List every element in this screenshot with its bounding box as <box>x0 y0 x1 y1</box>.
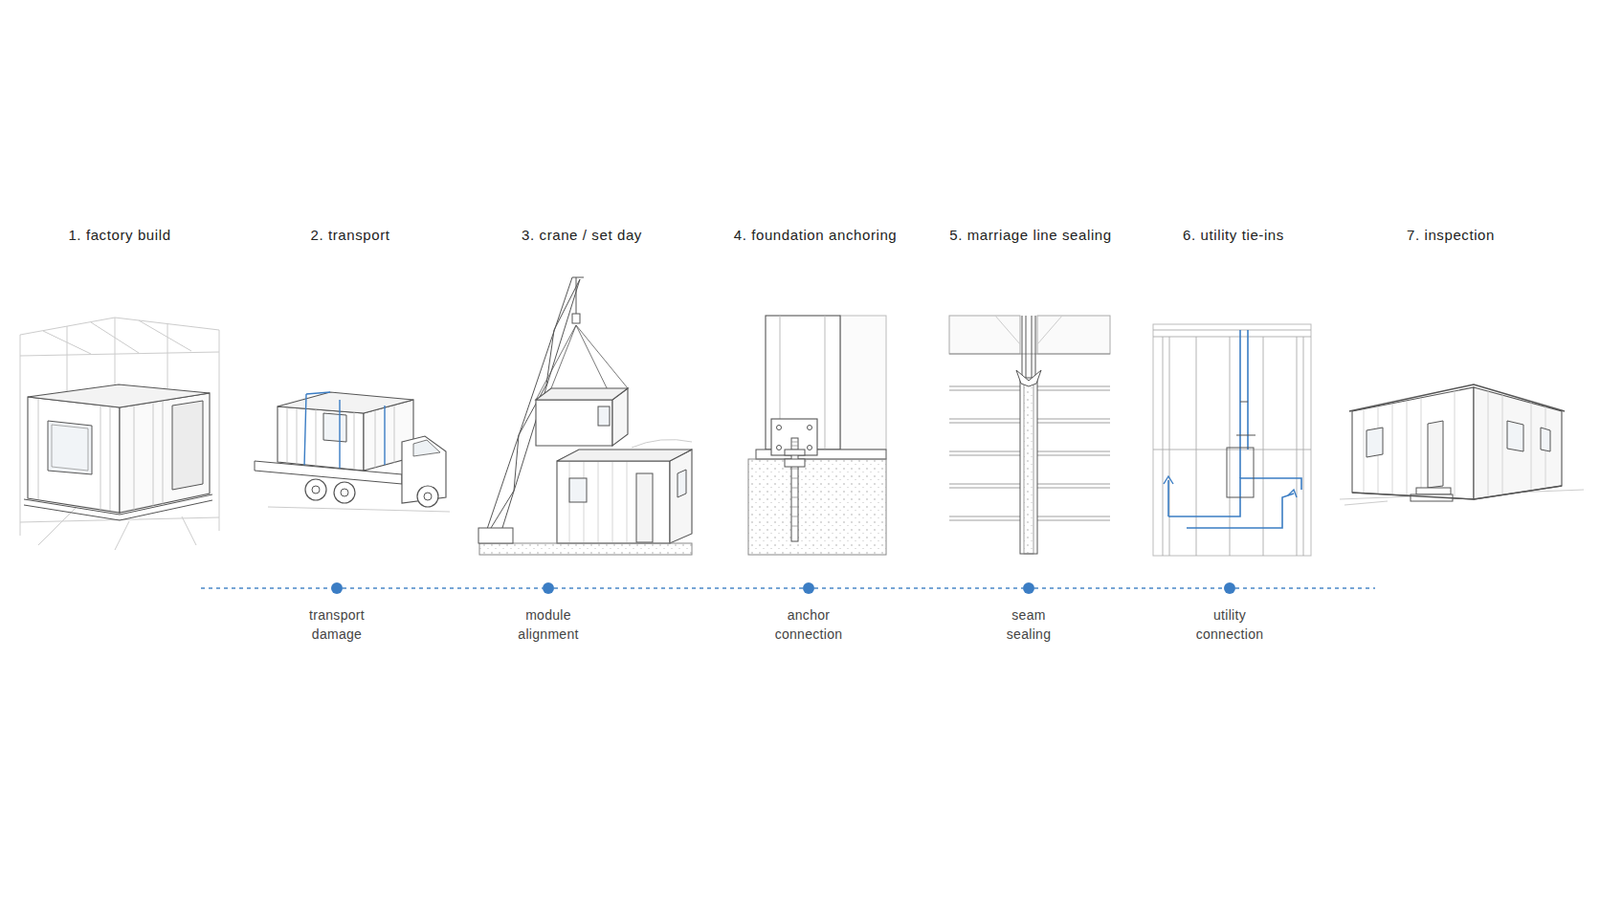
step-heading: 6. utility tie-ins <box>1182 226 1285 244</box>
step-heading: 3. crane / set day <box>521 226 643 244</box>
milestone-dot: utility connection <box>1223 582 1236 595</box>
milestone-label: utility connection <box>1189 605 1270 645</box>
anchor-detail-illustration <box>748 315 887 556</box>
milestone-label: transport damage <box>296 605 378 645</box>
timeline-connector <box>554 587 803 589</box>
step-heading: 5. marriage line sealing <box>949 226 1112 244</box>
utility-illustration <box>1153 324 1312 556</box>
timeline-connector <box>814 587 1023 589</box>
house-illustration <box>1339 384 1584 506</box>
milestone-dot: seam sealing <box>1022 582 1035 595</box>
crane-illustration <box>478 277 692 556</box>
seam-detail-illustration <box>949 315 1111 555</box>
step-heading: 2. transport <box>310 226 390 244</box>
step-heading: 7. inspection <box>1406 226 1495 244</box>
milestone-label: anchor connection <box>768 605 849 645</box>
milestone-dot: module alignment <box>542 582 555 595</box>
truck-illustration <box>254 392 450 512</box>
timeline-line <box>200 587 332 589</box>
milestone-label: seam sealing <box>988 605 1069 645</box>
milestone-label: module alignment <box>508 605 589 645</box>
step-heading: 4. foundation anchoring <box>733 226 898 244</box>
factory-illustration <box>20 317 220 551</box>
timeline-connector <box>1034 587 1224 589</box>
milestone-dot: transport damage <box>331 582 343 595</box>
milestone-dot: anchor connection <box>802 582 815 595</box>
step-heading: 1. factory build <box>67 226 171 244</box>
timeline-connector <box>342 587 543 589</box>
timeline-line <box>1235 587 1376 589</box>
